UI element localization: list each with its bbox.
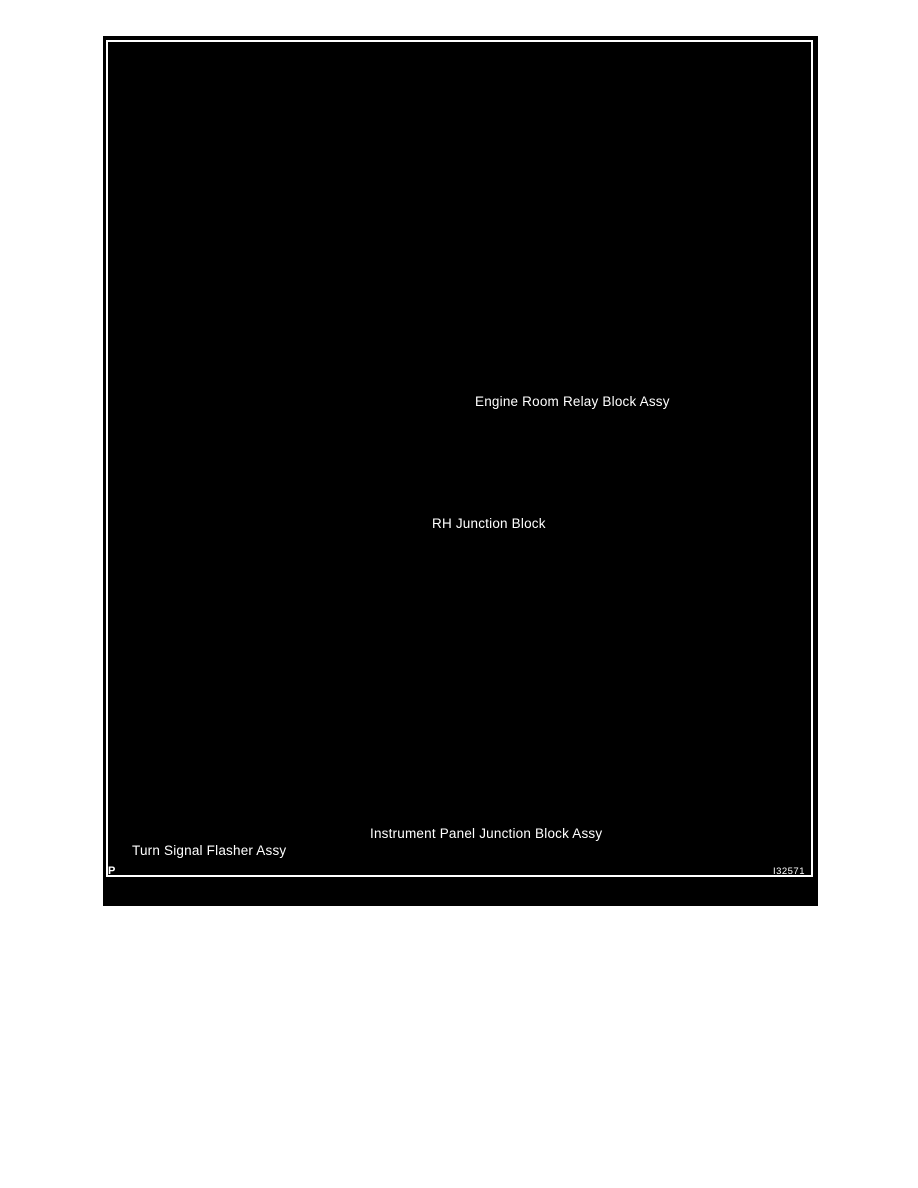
callout-turn-signal-flasher: Turn Signal Flasher Assy bbox=[132, 843, 287, 858]
figure-code: I32571 bbox=[772, 866, 805, 877]
callout-instrument-panel-junction-block: Instrument Panel Junction Block Assy bbox=[370, 826, 603, 841]
callout-rh-junction-block: RH Junction Block bbox=[432, 516, 546, 531]
page-marker: P bbox=[108, 865, 116, 877]
figure-border bbox=[106, 40, 813, 877]
figure-plate: Engine Room Relay Block Assy RH Junction… bbox=[103, 36, 818, 906]
callout-engine-room-relay-block: Engine Room Relay Block Assy bbox=[475, 394, 670, 409]
